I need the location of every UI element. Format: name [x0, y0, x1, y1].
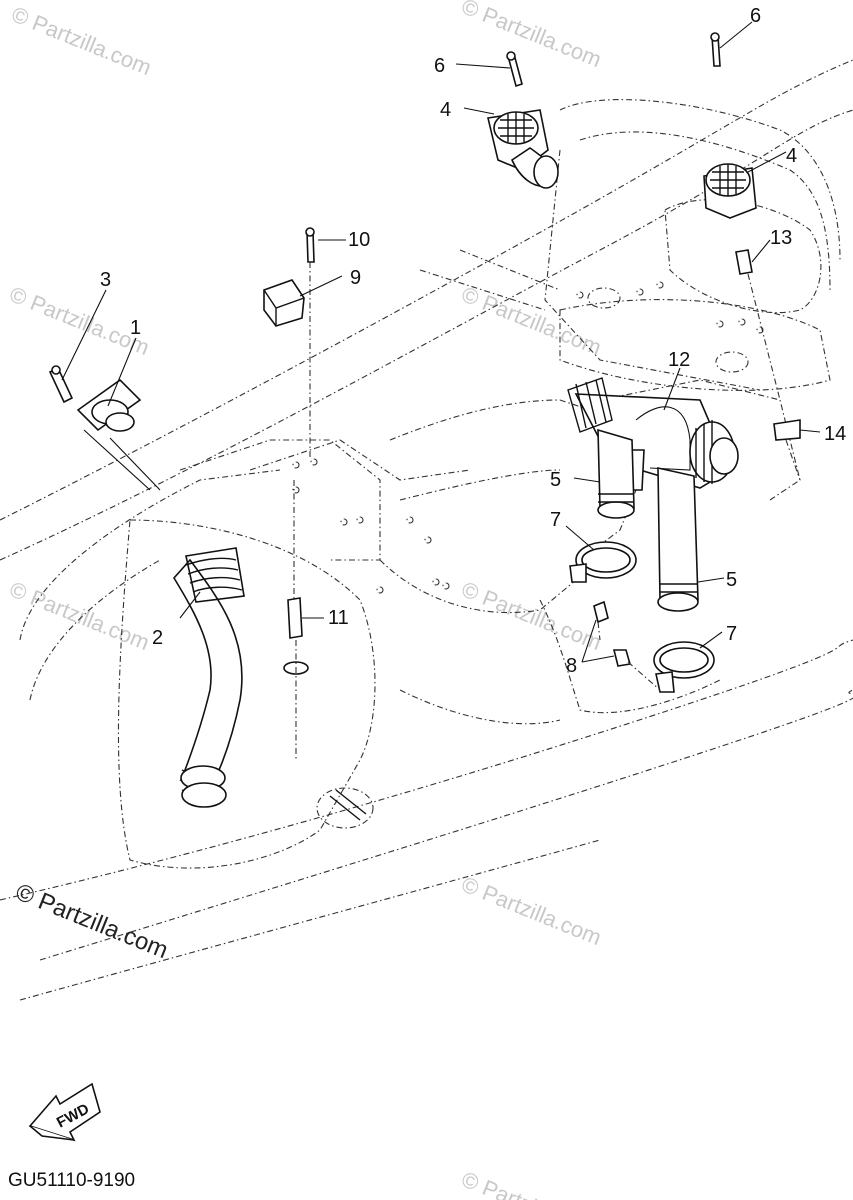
callout-1: 1	[130, 317, 141, 339]
part-1-intake-flange	[76, 378, 161, 491]
watermark-text: © Partzilla.com	[458, 871, 605, 950]
part-10-rivet	[305, 227, 315, 460]
part-5-hose-lower	[657, 466, 699, 612]
part-7-clamp-lower	[653, 641, 715, 693]
watermark-text: © Partzilla.com	[6, 576, 153, 655]
callout-2: 2	[152, 627, 163, 649]
callout-13: 13	[770, 227, 792, 249]
part-6-rivet-upper-right	[710, 32, 721, 67]
fwd-direction-arrow: FWD	[28, 1082, 101, 1142]
callout-10: 10	[348, 229, 370, 251]
part-14-hose-clip	[773, 419, 801, 481]
callout-4-right: 4	[786, 145, 797, 167]
part-4-vent-cap-lower	[703, 163, 757, 219]
watermark-text: © Partzilla.com	[458, 576, 605, 655]
callout-6-left: 6	[434, 55, 445, 77]
callout-14: 14	[824, 423, 846, 445]
part-12-t-pipe	[567, 377, 739, 491]
part-11-clip	[283, 480, 309, 760]
part-5-hose-upper	[597, 428, 635, 519]
drawing-code: GU51110-9190	[8, 1170, 136, 1191]
part-3-rivet	[48, 365, 74, 404]
part-4-vent-cap-upper	[487, 109, 559, 189]
part-9-connector-box	[263, 279, 305, 327]
callout-4-upper: 4	[440, 99, 451, 121]
callout-7-lower: 7	[726, 623, 737, 645]
callout-8: 8	[566, 655, 577, 677]
callout-3: 3	[100, 269, 111, 291]
watermark-text: © Partzilla.com	[8, 1, 155, 80]
callout-12: 12	[668, 349, 690, 371]
callout-9: 9	[350, 267, 361, 289]
part-6-rivet-upper-left	[506, 51, 523, 88]
watermark-text: © Partzilla.com	[458, 1166, 605, 1200]
watermark-text: © Partzilla.com	[458, 0, 605, 72]
mounting-holes	[292, 281, 764, 594]
callout-5-upper: 5	[550, 469, 561, 491]
leader-lines	[61, 21, 821, 663]
callout-11: 11	[328, 607, 349, 629]
callout-5-lower: 5	[726, 569, 737, 591]
part-7-clamp-upper	[569, 541, 637, 583]
part-13-sensor	[735, 249, 781, 401]
callout-6-right: 6	[750, 5, 761, 27]
watermark-layer: © Partzilla.com © Partzilla.com © Partzi…	[6, 0, 605, 1200]
part-8-screws	[593, 600, 661, 691]
callout-labels: 1 2 3 4 4 5 5 6 6 7 7 8 9 10 11 12 13 14	[100, 5, 846, 677]
callout-7-upper: 7	[550, 509, 561, 531]
part-2-intake-hose	[173, 547, 245, 808]
